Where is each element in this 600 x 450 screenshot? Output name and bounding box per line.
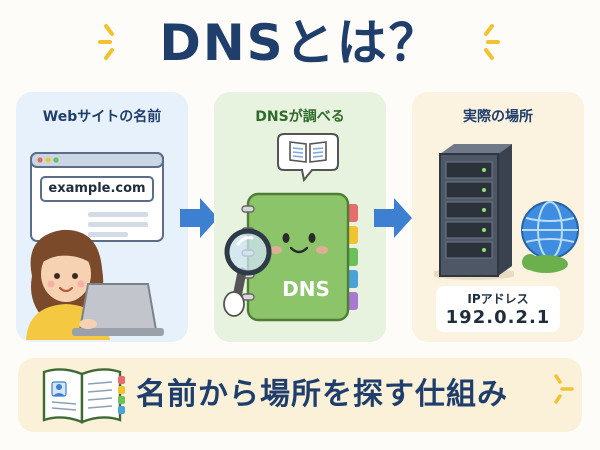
server-rack-icon bbox=[434, 144, 514, 280]
summary-text: 名前から場所を探す仕組み bbox=[136, 377, 508, 412]
sparkle-icon bbox=[484, 24, 500, 60]
sparkle-icon bbox=[554, 374, 574, 404]
ip-address-value: 192.0.2.1 bbox=[445, 307, 551, 328]
open-book-icon bbox=[42, 368, 125, 424]
actual-location-label: 実際の場所 bbox=[463, 109, 533, 125]
website-url-box: example.com bbox=[40, 176, 154, 202]
magnifier-icon bbox=[223, 228, 272, 317]
dns-lookup-label: DNSが調べる bbox=[255, 109, 345, 125]
person-laptop-icon bbox=[26, 229, 164, 340]
globe-icon bbox=[521, 201, 579, 273]
ip-address-label: IPアドレス bbox=[467, 292, 529, 306]
arrow-right-icon bbox=[374, 198, 412, 238]
arrow-right-icon bbox=[180, 198, 218, 238]
speech-bubble-book-icon bbox=[277, 133, 339, 183]
dns-book-title: DNS bbox=[282, 277, 330, 301]
ip-address-card: IPアドレス 192.0.2.1 bbox=[436, 286, 560, 332]
page-title: DNSとは？ bbox=[159, 14, 441, 72]
website-name-label: Webサイトの名前 bbox=[42, 109, 162, 125]
sparkle-icon bbox=[98, 24, 114, 60]
